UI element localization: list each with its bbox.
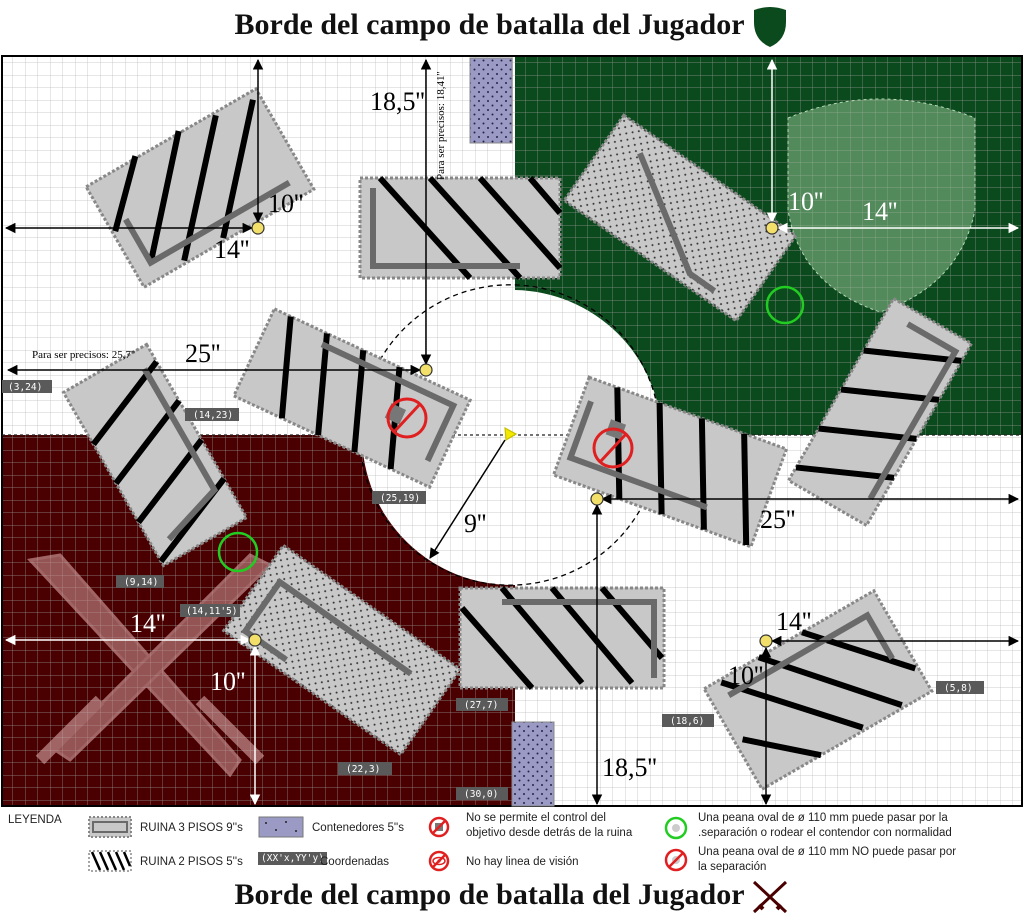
legend: LEYENDA RUINA 3 PISOS 9''s RUINA 2 PISOS… [0, 808, 1024, 878]
measure-top-mid-18: 18,5'' [370, 87, 425, 116]
center-arc-top [379, 284, 661, 436]
ruin-3-floors [221, 543, 463, 757]
title-top-text: Borde del campo de batalla del Jugador [234, 7, 744, 41]
no-control-icon [428, 816, 450, 838]
measure-bottom-left-10: 10'' [210, 667, 245, 696]
legend-ruin2-label: RUINA 2 PISOS 5''s [140, 856, 243, 868]
no-line-of-sight-icon [428, 850, 450, 872]
measure-mid-left-precise: Para ser precisos: 25,7'' [32, 349, 135, 361]
measure-bottom-mid-18: 18,5'' [602, 753, 657, 782]
title-top: Borde del campo de batalla del Jugador [0, 6, 1024, 48]
shield-watermark [787, 98, 976, 313]
measure-center-9: 9'' [464, 509, 486, 538]
legend-oval-no-2: la separación [698, 861, 767, 873]
coord-label: (14,11'5) [186, 606, 237, 617]
legend-no-control-2: objetivo desde detrás de la ruina [466, 827, 633, 839]
crossed-swords-icon [753, 881, 788, 914]
measure-top-left-14: 14'' [214, 235, 249, 264]
ruin-2-floors [358, 175, 563, 281]
coord-label: (30,0) [464, 789, 498, 800]
no-control-markers [386, 397, 634, 469]
ruin-2-floors [458, 586, 666, 690]
legend-no-los-label: No hay linea de visión [466, 856, 579, 868]
measure-bottom-right-14: 14'' [776, 607, 811, 636]
coord-label: (25,19) [380, 493, 420, 504]
battlefield-map: 10'' 14'' 25'' 18,5'' 10'' 14'' 9'' 25''… [1, 55, 1023, 807]
coord-label: (9,14) [124, 577, 158, 588]
container-top [469, 57, 513, 144]
title-bottom: Borde del campo de batalla del Jugador [0, 878, 1024, 915]
coord-label: (22,3) [346, 764, 380, 775]
measure-bottom-right-10: 10'' [728, 661, 763, 690]
coord-label: (18,6) [670, 716, 704, 727]
measure-top-right-10: 10'' [788, 187, 823, 216]
measure-top-mid-precise: Para ser precisos: 18,41'' [435, 72, 447, 180]
legend-oval-ok-1: Una peana oval de ø 110 mm puede pasar p… [698, 812, 948, 824]
legend-coords-label: Coordenadas [320, 856, 390, 868]
measure-mid-right-25: 25'' [760, 505, 795, 534]
legend-container-label: Contenedores 5''s [312, 822, 404, 834]
legend-ruin3-label: RUINA 3 PISOS 9''s [140, 822, 243, 834]
measurement-lines [4, 58, 1020, 806]
coord-label: (14,23) [193, 410, 233, 421]
container-bottom [511, 721, 555, 807]
oval-no-icon [664, 848, 688, 872]
ruin-2-floors [61, 342, 249, 568]
measure-bottom-left-14: 14'' [130, 609, 165, 638]
coord-label: (5,8) [944, 683, 973, 694]
shield-icon [754, 7, 787, 47]
oval-ok-circles [217, 285, 805, 573]
ruin-2-floors [551, 375, 789, 549]
title-bottom-text: Borde del campo de batalla del Jugador [234, 878, 744, 911]
legend-ruin2-swatch [88, 850, 132, 872]
measure-top-right-14: 14'' [862, 197, 897, 226]
oval-ok-icon [664, 816, 688, 840]
legend-no-control-1: No se permite el control del [466, 812, 606, 824]
legend-coords-sample: (XX'x,YY'y) [258, 852, 327, 865]
coord-label: (3,24) [8, 382, 42, 393]
objective-markers [248, 221, 779, 648]
legend-ruin3-swatch [88, 816, 132, 838]
legend-oval-no-1: Una peana oval de ø 110 mm NO puede pasa… [698, 846, 957, 858]
ruin-3-floors [562, 113, 798, 323]
coord-label: (27,7) [464, 700, 498, 711]
measure-mid-left-25: 25'' [185, 339, 220, 368]
legend-title: LEYENDA [8, 814, 62, 826]
measure-top-left-10: 10'' [268, 189, 303, 218]
legend-oval-ok-2: .separación o rodear el contendor con no… [698, 827, 952, 839]
legend-container-swatch [258, 816, 304, 838]
